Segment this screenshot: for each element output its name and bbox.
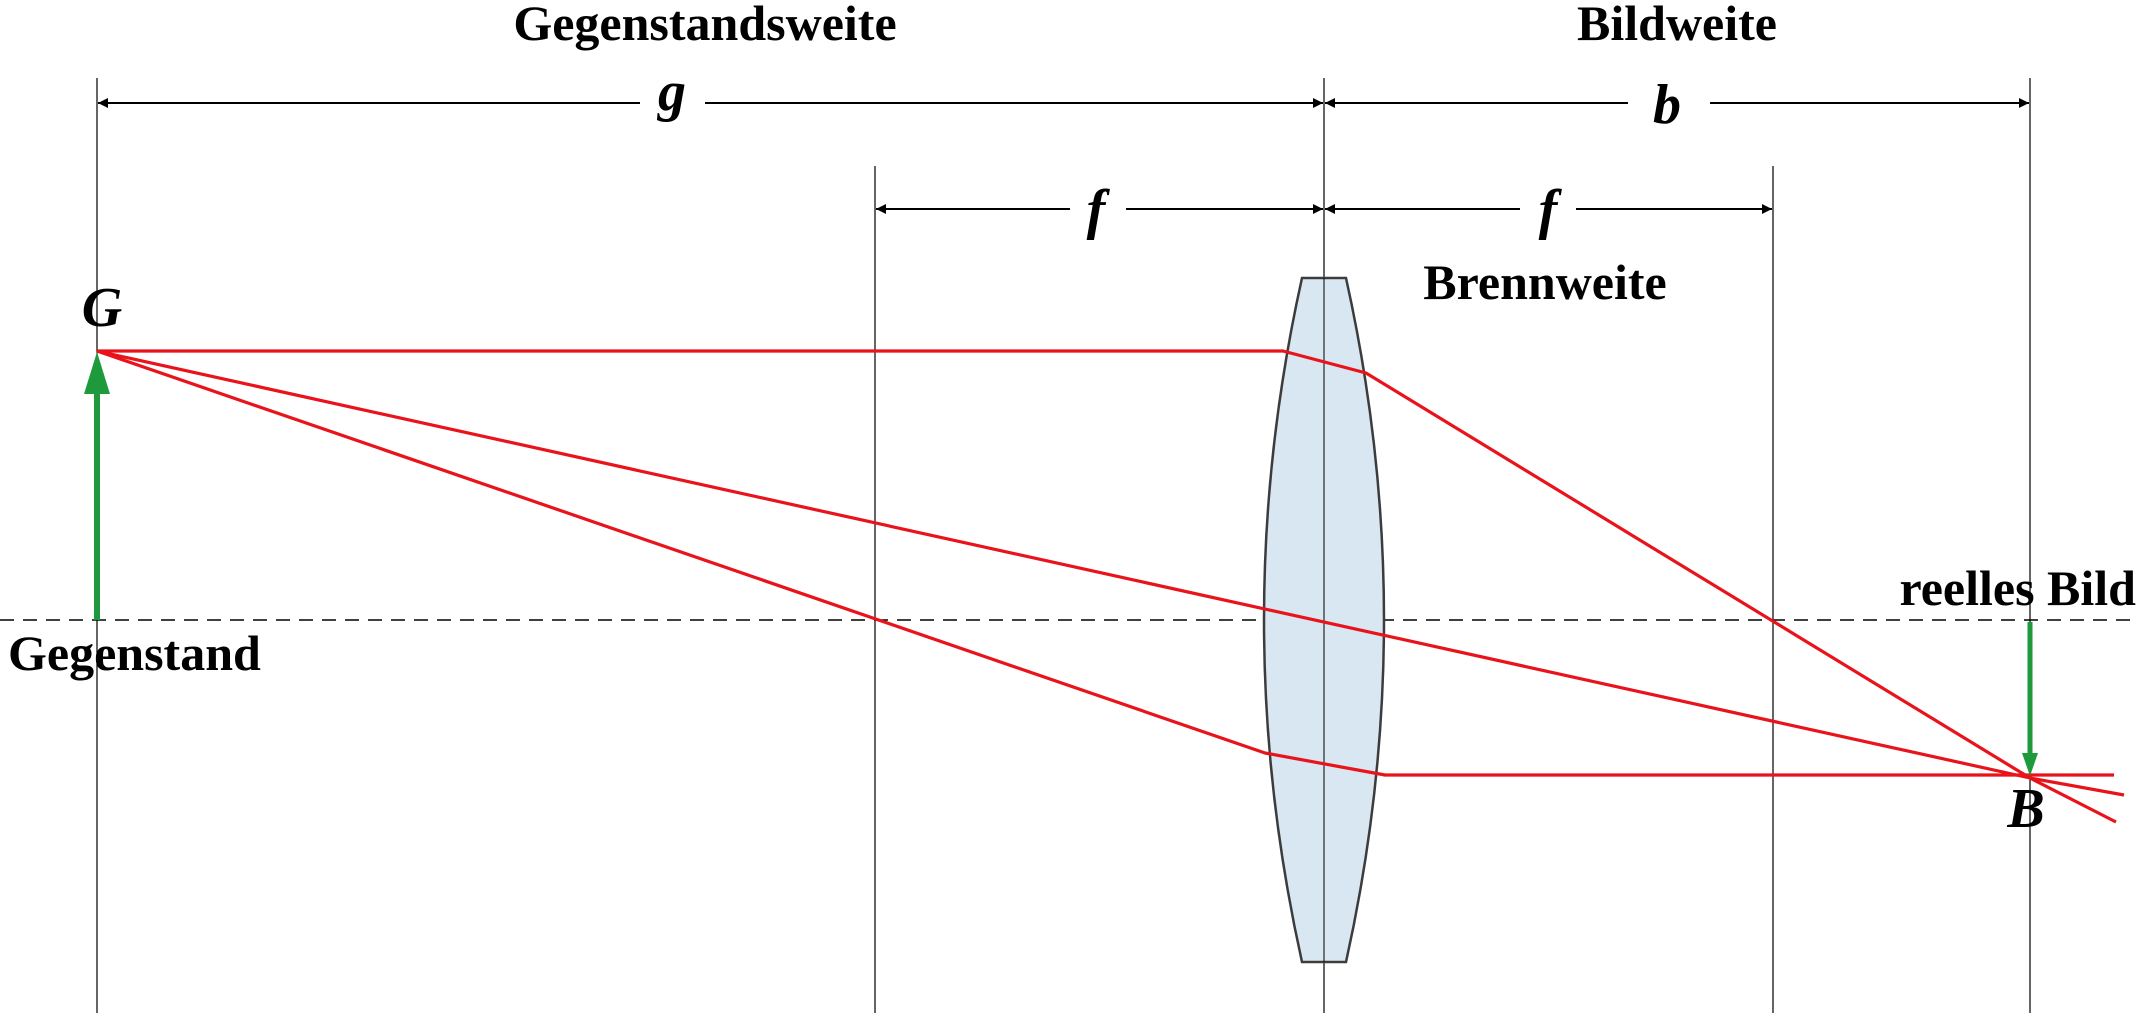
reference-lines — [96, 78, 2031, 1013]
object-label: Gegenstand — [8, 625, 261, 681]
dimension-lines — [98, 98, 2029, 214]
symbol-f-left: f — [1087, 179, 1111, 241]
focal-length-label: Brennweite — [1423, 254, 1666, 310]
symbol-G: G — [82, 277, 122, 339]
symbol-b: b — [1653, 74, 1681, 136]
object-distance-label: Gegenstandsweite — [513, 0, 896, 51]
symbol-g: g — [656, 61, 686, 123]
symbol-f-right: f — [1539, 179, 1563, 241]
parallel-ray — [97, 349, 2117, 824]
symbol-B: B — [2006, 778, 2044, 840]
object-arrow — [84, 352, 110, 620]
real-image-label: reelles Bild — [1899, 560, 2136, 616]
light-rays — [96, 349, 2125, 824]
focal-ray — [96, 349, 2114, 777]
image-arrow — [2022, 622, 2038, 776]
central-ray — [96, 349, 2125, 797]
image-distance-label: Bildweite — [1577, 0, 1777, 51]
